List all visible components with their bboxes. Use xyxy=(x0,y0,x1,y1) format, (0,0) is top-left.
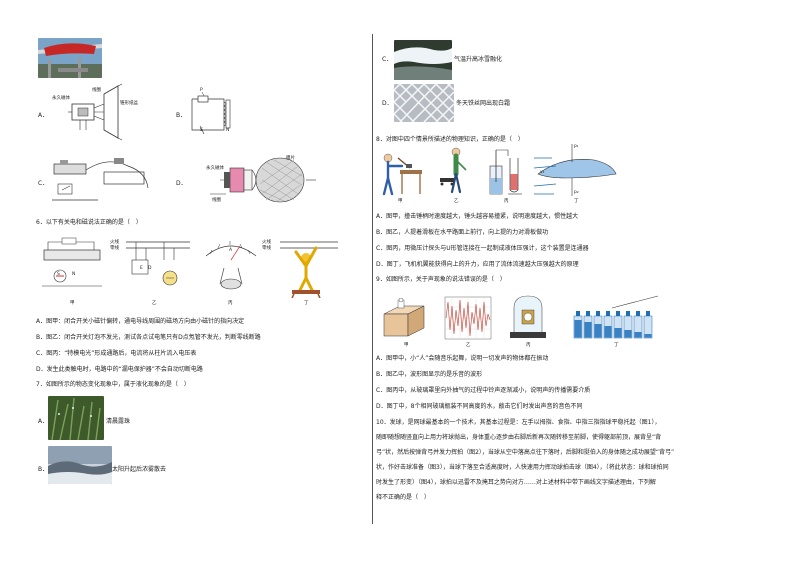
q6-fig-lingxian-label: 零线 xyxy=(110,246,119,251)
loudspeaker-diagram xyxy=(68,83,123,141)
q9-figure-jia xyxy=(383,298,425,337)
q6-fig-ding-label: 丁 xyxy=(304,301,309,306)
q10-line-1: 10．发球，是网球最基本的一个技术，其基本过程是：左手以拇指、食指、中指三指指球… xyxy=(376,419,661,426)
q7-option-a-caption: 清晨露珠 xyxy=(106,418,131,425)
q5-b-p-label: P xyxy=(200,88,203,93)
q10-line-4: 状，作好击球准备（图3），当球下落至合适高度时，人快速用力挥动球拍击球（图4），… xyxy=(376,464,669,471)
q5-a-magnet-label: 永久磁体 xyxy=(52,96,70,101)
q6-option-d: D．发生此类触电时，电路中的“漏电保护器”不会自动切断电路 xyxy=(36,366,203,373)
q9-option-a: A．图甲中，小“人”会随音乐起舞，说明一切发声的物体都在振动 xyxy=(376,355,549,362)
q5-d-diaphragm-label: 膜片 xyxy=(286,156,295,161)
q6-fig-yi-label: 乙 xyxy=(152,301,157,306)
maglev-train-photo xyxy=(38,38,102,78)
q8-figure-jia xyxy=(382,153,422,196)
q8-fig-p2-label: p₂ xyxy=(574,190,579,195)
q8-option-a: A．图甲，撞击锤柄时速度越大，锤头越容易撞紧，说明速度越大，惯性越大 xyxy=(376,213,579,220)
q7-stem: 7．如图所示的物态变化现象中，属于液化现象的是（ ） xyxy=(36,381,190,388)
q10-line-6: 释不正确的是（ ） xyxy=(376,494,431,501)
q6-figure-jia xyxy=(42,237,102,287)
q7-option-a-label: A． xyxy=(38,418,49,425)
q9-fig-ding-label: 丁 xyxy=(614,343,619,348)
q6-fig-bing-label: 丙 xyxy=(228,301,233,306)
microphone-diagram xyxy=(210,157,316,203)
q9-fig-jia-label: 甲 xyxy=(404,343,409,348)
q9-stem: 9．如图所示，关于声现象的说法错误的是（ ） xyxy=(376,276,506,283)
q6-fig-s-label: S xyxy=(57,272,60,277)
q7-option-c-caption: 气温升高冰雪融化 xyxy=(454,56,503,63)
q6-option-a: A．图甲：闭合开关小磁针偏转，通电导线周围的磁场方向由小磁针的指向决定 xyxy=(36,318,245,325)
q6-fig-e-label: E xyxy=(140,266,143,271)
q9-figure-bing xyxy=(510,295,546,338)
q6-figure-bing xyxy=(205,241,257,290)
q9-option-b: B．图乙中，波形图显示的是乐音的波形 xyxy=(376,371,483,378)
q8-option-b: B．图乙，人提着滑板在水平路面上前行，向上提的力对滑板做功 xyxy=(376,229,549,236)
q6-figure-ding xyxy=(280,241,338,298)
q8-fig-jia-label: 甲 xyxy=(398,199,403,204)
q5-b-n-label: N xyxy=(226,128,230,133)
q6-fig-huoxian2-label: 火线 xyxy=(262,240,271,245)
q7-option-b-label: B． xyxy=(38,466,49,473)
q6-fig-d-label: D xyxy=(148,266,152,271)
q9-option-c: C．图丙中，从玻璃罩里向外抽气的过程中铃声逐渐减小，说明声的传播需要介质 xyxy=(376,387,591,394)
q10-line-3: 弓”状，然后按弹背弓并发力挥拍（图2），当球从空中落高点往下落时，后脚和挺伯入的… xyxy=(376,449,675,456)
q9-fig-bing-label: 丙 xyxy=(526,343,531,348)
q5-option-c-label: C． xyxy=(38,180,49,187)
q8-fig-ding-label: 丁 xyxy=(574,199,579,204)
q5-option-b-label: B． xyxy=(176,112,187,119)
q9-option-d: D．图丁中，8个相同玻璃瓶装不同高度的水，敲击它们时发出声音的音色不同 xyxy=(376,403,583,410)
q8-figure-ding xyxy=(533,144,617,196)
frost-wire-mesh-photo xyxy=(394,84,454,122)
q5-option-a-label: A． xyxy=(38,112,49,119)
generator-experiment-diagram xyxy=(52,158,149,201)
q8-figure-yi xyxy=(440,147,467,194)
q9-figure-ding-bottles xyxy=(573,295,659,339)
q6-fig-lingxian2-label: 零线 xyxy=(262,246,271,251)
q9-figure-yi-waveform xyxy=(444,296,492,340)
q6-option-c: C．图丙：“特模电光”形成通路后，电流将从柱片流入电压表 xyxy=(36,350,197,357)
q8-option-c: C．图丙，用微压计探头与U形管连接在一起制成液体压强计，这个装置是连通器 xyxy=(376,245,589,252)
q6-fig-jia-label: 甲 xyxy=(70,301,75,306)
q6-option-b: B．图乙：闭合开关灯泡不发光，测试各点试电笔只有D点氖管不发光，判断零线断路 xyxy=(36,334,261,341)
q6-fig-huoxian-label: 火线 xyxy=(110,240,119,245)
q8-option-d: D．图丁，飞机机翼能获得向上的升力，应用了流体流速越大压强越大的原理 xyxy=(376,261,579,268)
q9-fig-yi-label: 乙 xyxy=(466,343,471,348)
q10-line-5: 时发生了形变）（图4），球拍以迅雷不及掩耳之势向对方……对上述材料中带下画线文字… xyxy=(376,479,656,486)
q6-fig-ammeter-label: A xyxy=(229,248,233,253)
q5-d-magnet-label: 永久磁体 xyxy=(206,166,224,171)
q8-fig-p1-label: p₁ xyxy=(574,144,579,149)
q10-line-2: 随即随想随竖直向上用力将球抛出，身体重心逐步由右脚后新再次随转移至前脚，使得躯部… xyxy=(376,434,662,441)
q7-option-d-label: D． xyxy=(382,100,393,107)
dew-grass-photo xyxy=(48,396,104,440)
q8-fig-bing-label: 丙 xyxy=(504,199,509,204)
q7-option-d-caption: 冬天铁丝网出现白霜 xyxy=(456,100,511,107)
q8-stem: 8．对图中四个情景所描述的物理知识，正确的是（ ） xyxy=(376,136,524,143)
q7-option-c-label: C． xyxy=(382,56,393,63)
q5-option-d-label: D． xyxy=(176,180,187,187)
q6-fig-n-label: N xyxy=(72,272,76,277)
column-divider xyxy=(372,34,373,524)
q8-fig-v-label: v₁ xyxy=(540,170,545,175)
q5-d-coil-label: 线圈 xyxy=(212,198,221,203)
melting-ice-photo xyxy=(394,40,452,80)
q8-figure-bing xyxy=(489,149,522,195)
q5-a-coil-label: 线圈 xyxy=(92,88,101,93)
q7-option-b-caption: 太阳升起后浓雾散去 xyxy=(112,466,167,473)
electromagnet-circuit-diagram xyxy=(191,91,231,135)
q8-fig-yi-label: 乙 xyxy=(454,199,459,204)
q6-stem: 6．以下有关电和磁说法正确的是（ ） xyxy=(36,219,142,226)
morning-fog-photo xyxy=(48,446,112,484)
q5-a-cone-label: 锥形纸盆 xyxy=(120,101,138,106)
q5-b-s-label: S xyxy=(200,128,203,133)
q6-figure-yi xyxy=(126,241,190,286)
